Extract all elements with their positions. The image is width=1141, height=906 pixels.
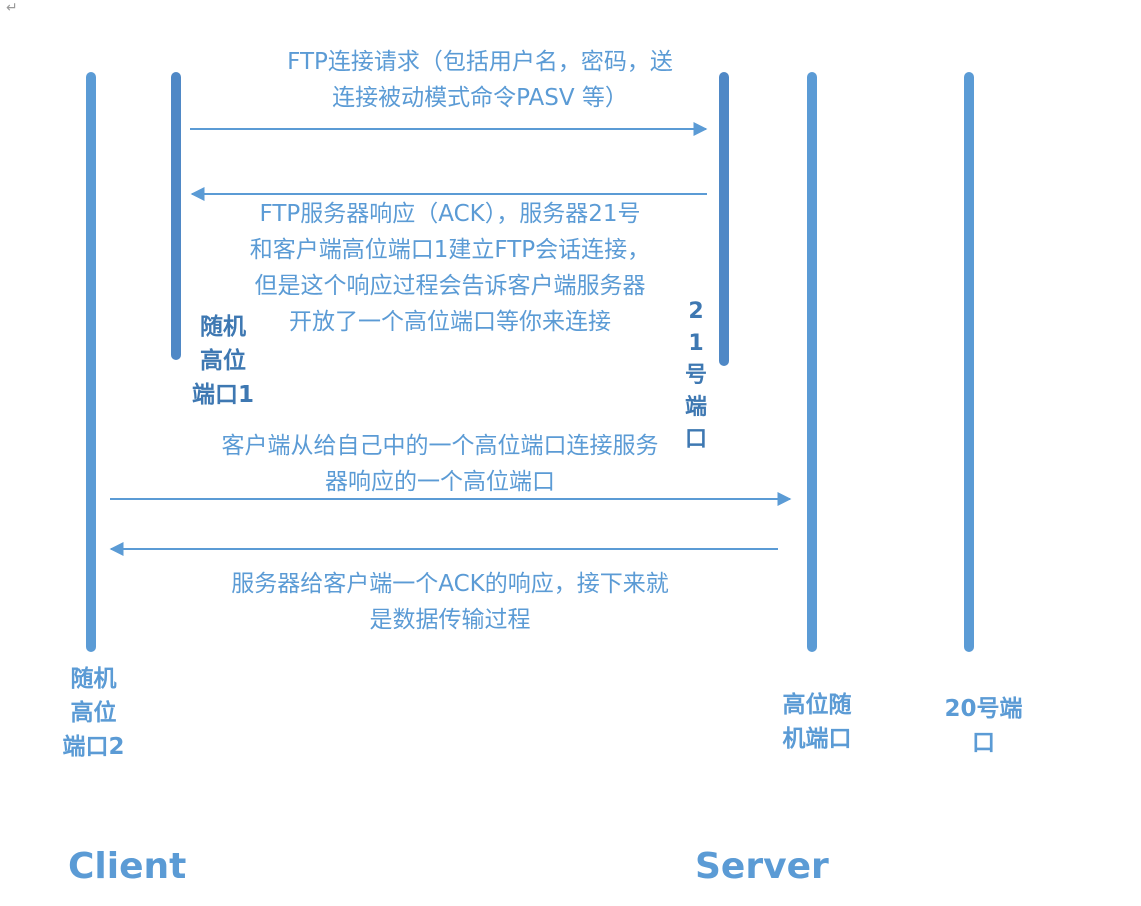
server-port-20-label: 20号端 口 (944, 696, 1023, 756)
ftp-request-label: FTP连接请求（包括用户名，密码，送 连接被动模式命令PASV 等） (287, 49, 673, 111)
client-random-port-1-label: 随机 高位 端口1 (191, 314, 254, 408)
client-random-port-1-lifeline (171, 72, 181, 360)
client-random-port-2-label: 随机 高位 端口2 (62, 666, 125, 760)
server-high-random-port-lifeline (807, 72, 817, 652)
server-port-21-label: 21 号 端 口 (684, 299, 707, 452)
server-ack-label: 服务器给客户端一个ACK的响应，接下来就 是数据传输过程 (231, 571, 669, 633)
paragraph-mark: ↵ (6, 0, 18, 16)
client-role-label: Client (68, 846, 187, 887)
client-connect-label: 客户端从给自己中的一个高位端口连接服务 器响应的一个高位端口 (221, 433, 659, 495)
server-port-20-lifeline (964, 72, 974, 652)
server-response-label: FTP服务器响应（ACK），服务器21号 和客户端高位端口1建立FTP会话连接，… (249, 201, 651, 335)
client-random-port-2-lifeline (86, 72, 96, 652)
server-port-21-lifeline (719, 72, 729, 366)
server-high-random-port-label: 高位随 机端口 (782, 692, 852, 752)
server-role-label: Server (695, 846, 829, 887)
